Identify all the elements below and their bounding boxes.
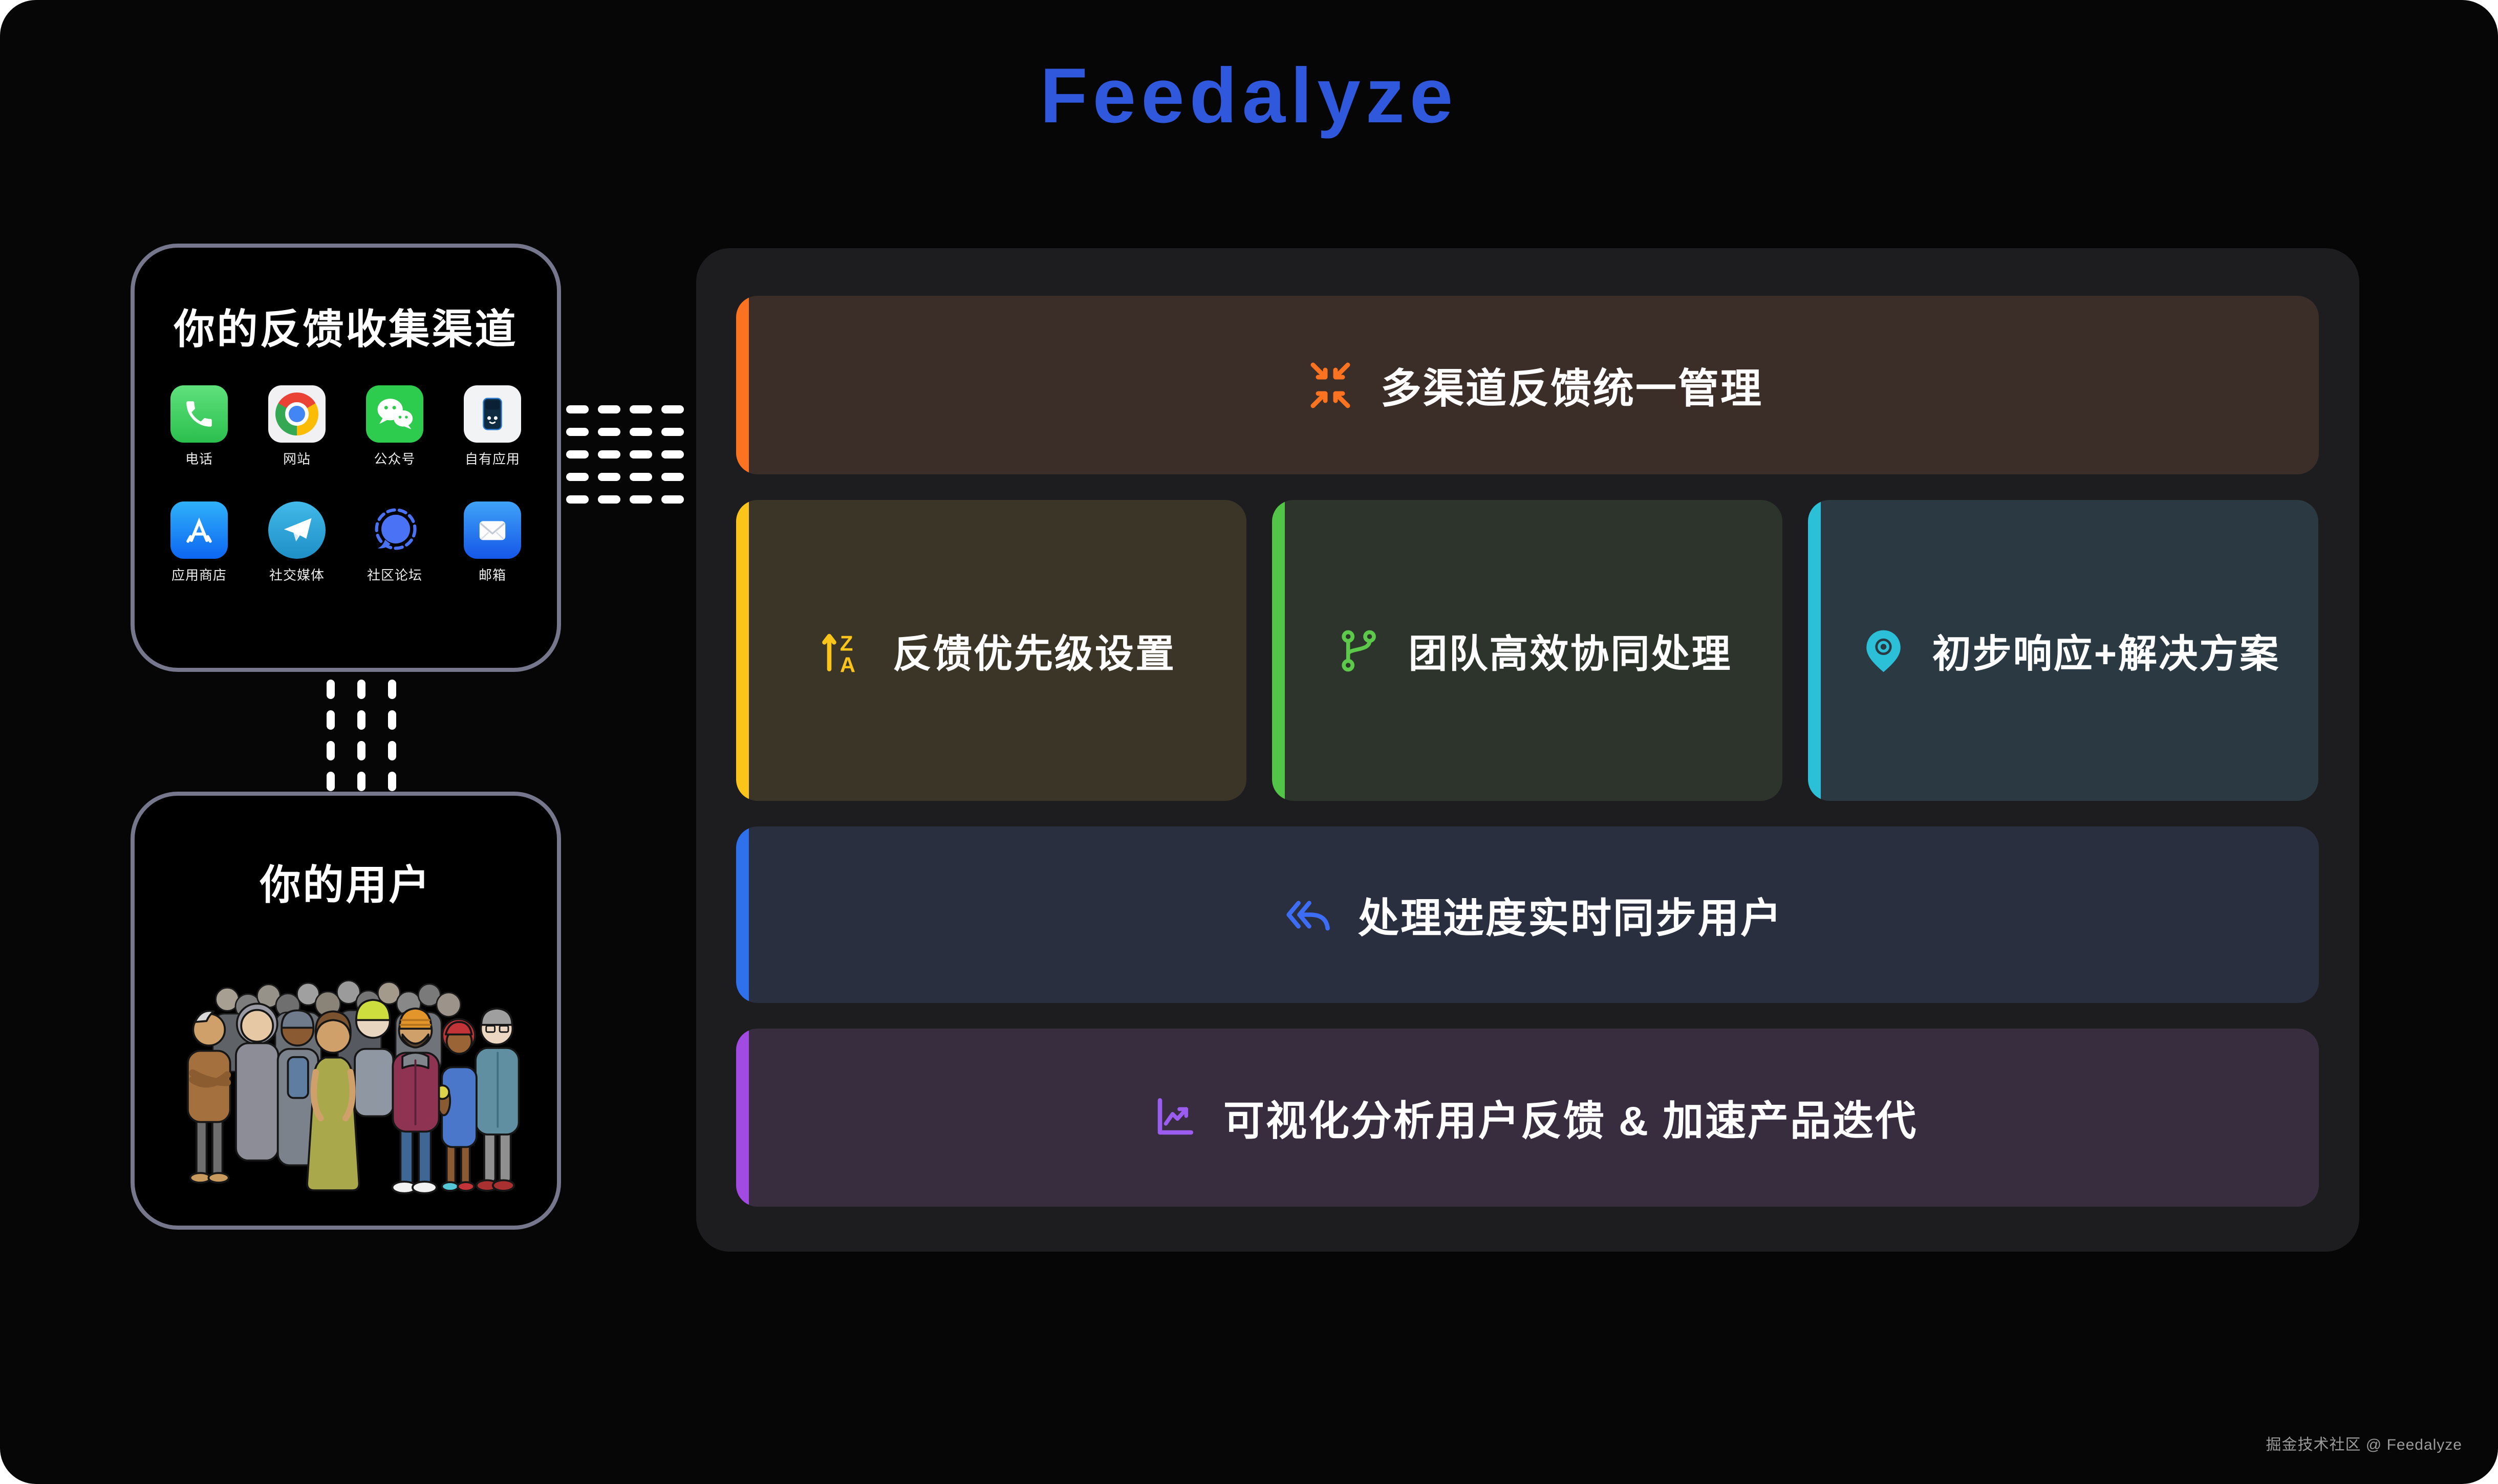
channel-label: 公众号 [374, 451, 416, 467]
page-title: Feedalyze [1040, 52, 1458, 139]
channel-label: 社区论坛 [367, 568, 422, 583]
feature-card-response: 初步响应+解决方案 [1808, 500, 2318, 801]
channel-website: 网站 [268, 385, 326, 468]
mail-icon [464, 501, 521, 559]
telegram-icon [268, 501, 326, 559]
forum-icon [366, 501, 423, 559]
accent-bar [1272, 500, 1285, 801]
chrome-icon [268, 385, 326, 443]
feature-card-collaboration: 团队高效协同处理 [1272, 500, 1782, 801]
accent-bar [736, 826, 749, 1003]
app-store-icon [170, 501, 228, 559]
channel-app-store: 应用商店 [170, 501, 228, 584]
users-box-title: 你的用户 [260, 862, 432, 908]
credit-text: 掘金技术社区 @ Feedalyze [2266, 1436, 2462, 1453]
channel-mail: 邮箱 [464, 501, 521, 584]
accent-bar [736, 1029, 749, 1207]
feature-label: 多渠道反馈统一管理 [1381, 365, 1763, 411]
accent-bar [736, 296, 749, 474]
channel-wechat-official: 公众号 [366, 385, 423, 468]
feature-card-sync: 处理进度实时同步用户 [736, 826, 2319, 1003]
channel-label: 电话 [185, 451, 213, 467]
channel-own-app: 自有应用 [464, 385, 521, 468]
channel-label: 社交媒体 [269, 568, 325, 583]
collapse-arrows-icon [1305, 360, 1356, 411]
channel-label: 自有应用 [464, 451, 520, 467]
channels-box: 你的反馈收集渠道 电话 网站 [131, 244, 561, 672]
accent-bar [1808, 500, 1821, 801]
svg-text:A: A [840, 652, 855, 675]
phone-icon [170, 385, 228, 443]
channel-phone: 电话 [170, 385, 228, 468]
sort-ascending-icon: Z A [820, 626, 868, 675]
channel-forum: 社区论坛 [366, 501, 423, 584]
horizontal-dashed-connector [566, 405, 684, 504]
users-crowd-illustration [187, 979, 520, 1194]
feature-label: 处理进度实时同步用户 [1358, 895, 1783, 941]
accent-bar [736, 500, 749, 801]
channels-app-grid: 电话 网站 公 [135, 385, 557, 584]
wechat-icon [366, 385, 423, 443]
chart-line-icon [1150, 1094, 1199, 1142]
feature-label: 反馈优先级设置 [893, 632, 1176, 676]
vertical-dashed-connector [327, 680, 396, 791]
channel-label: 应用商店 [171, 568, 227, 583]
svg-text:Z: Z [840, 631, 853, 655]
feature-card-priority: Z A 反馈优先级设置 [736, 500, 1246, 801]
feature-label: 可视化分析用户反馈 & 加速产品迭代 [1223, 1098, 1918, 1144]
location-pin-icon [1859, 626, 1908, 675]
feature-label: 团队高效协同处理 [1408, 632, 1732, 676]
git-branch-icon [1336, 626, 1384, 675]
own-app-icon [464, 385, 521, 443]
features-panel: 多渠道反馈统一管理 Z A 反馈优先级设置 [696, 248, 2359, 1252]
channel-label: 网站 [283, 451, 311, 467]
reply-all-icon [1285, 890, 1333, 939]
feature-card-multichannel: 多渠道反馈统一管理 [736, 296, 2319, 474]
feature-card-analytics: 可视化分析用户反馈 & 加速产品迭代 [736, 1029, 2319, 1207]
feature-label: 初步响应+解决方案 [1932, 632, 2280, 676]
users-box: 你的用户 [131, 792, 561, 1230]
channel-label: 邮箱 [478, 568, 506, 583]
channel-social-media: 社交媒体 [268, 501, 326, 584]
channels-box-title: 你的反馈收集渠道 [174, 307, 518, 352]
